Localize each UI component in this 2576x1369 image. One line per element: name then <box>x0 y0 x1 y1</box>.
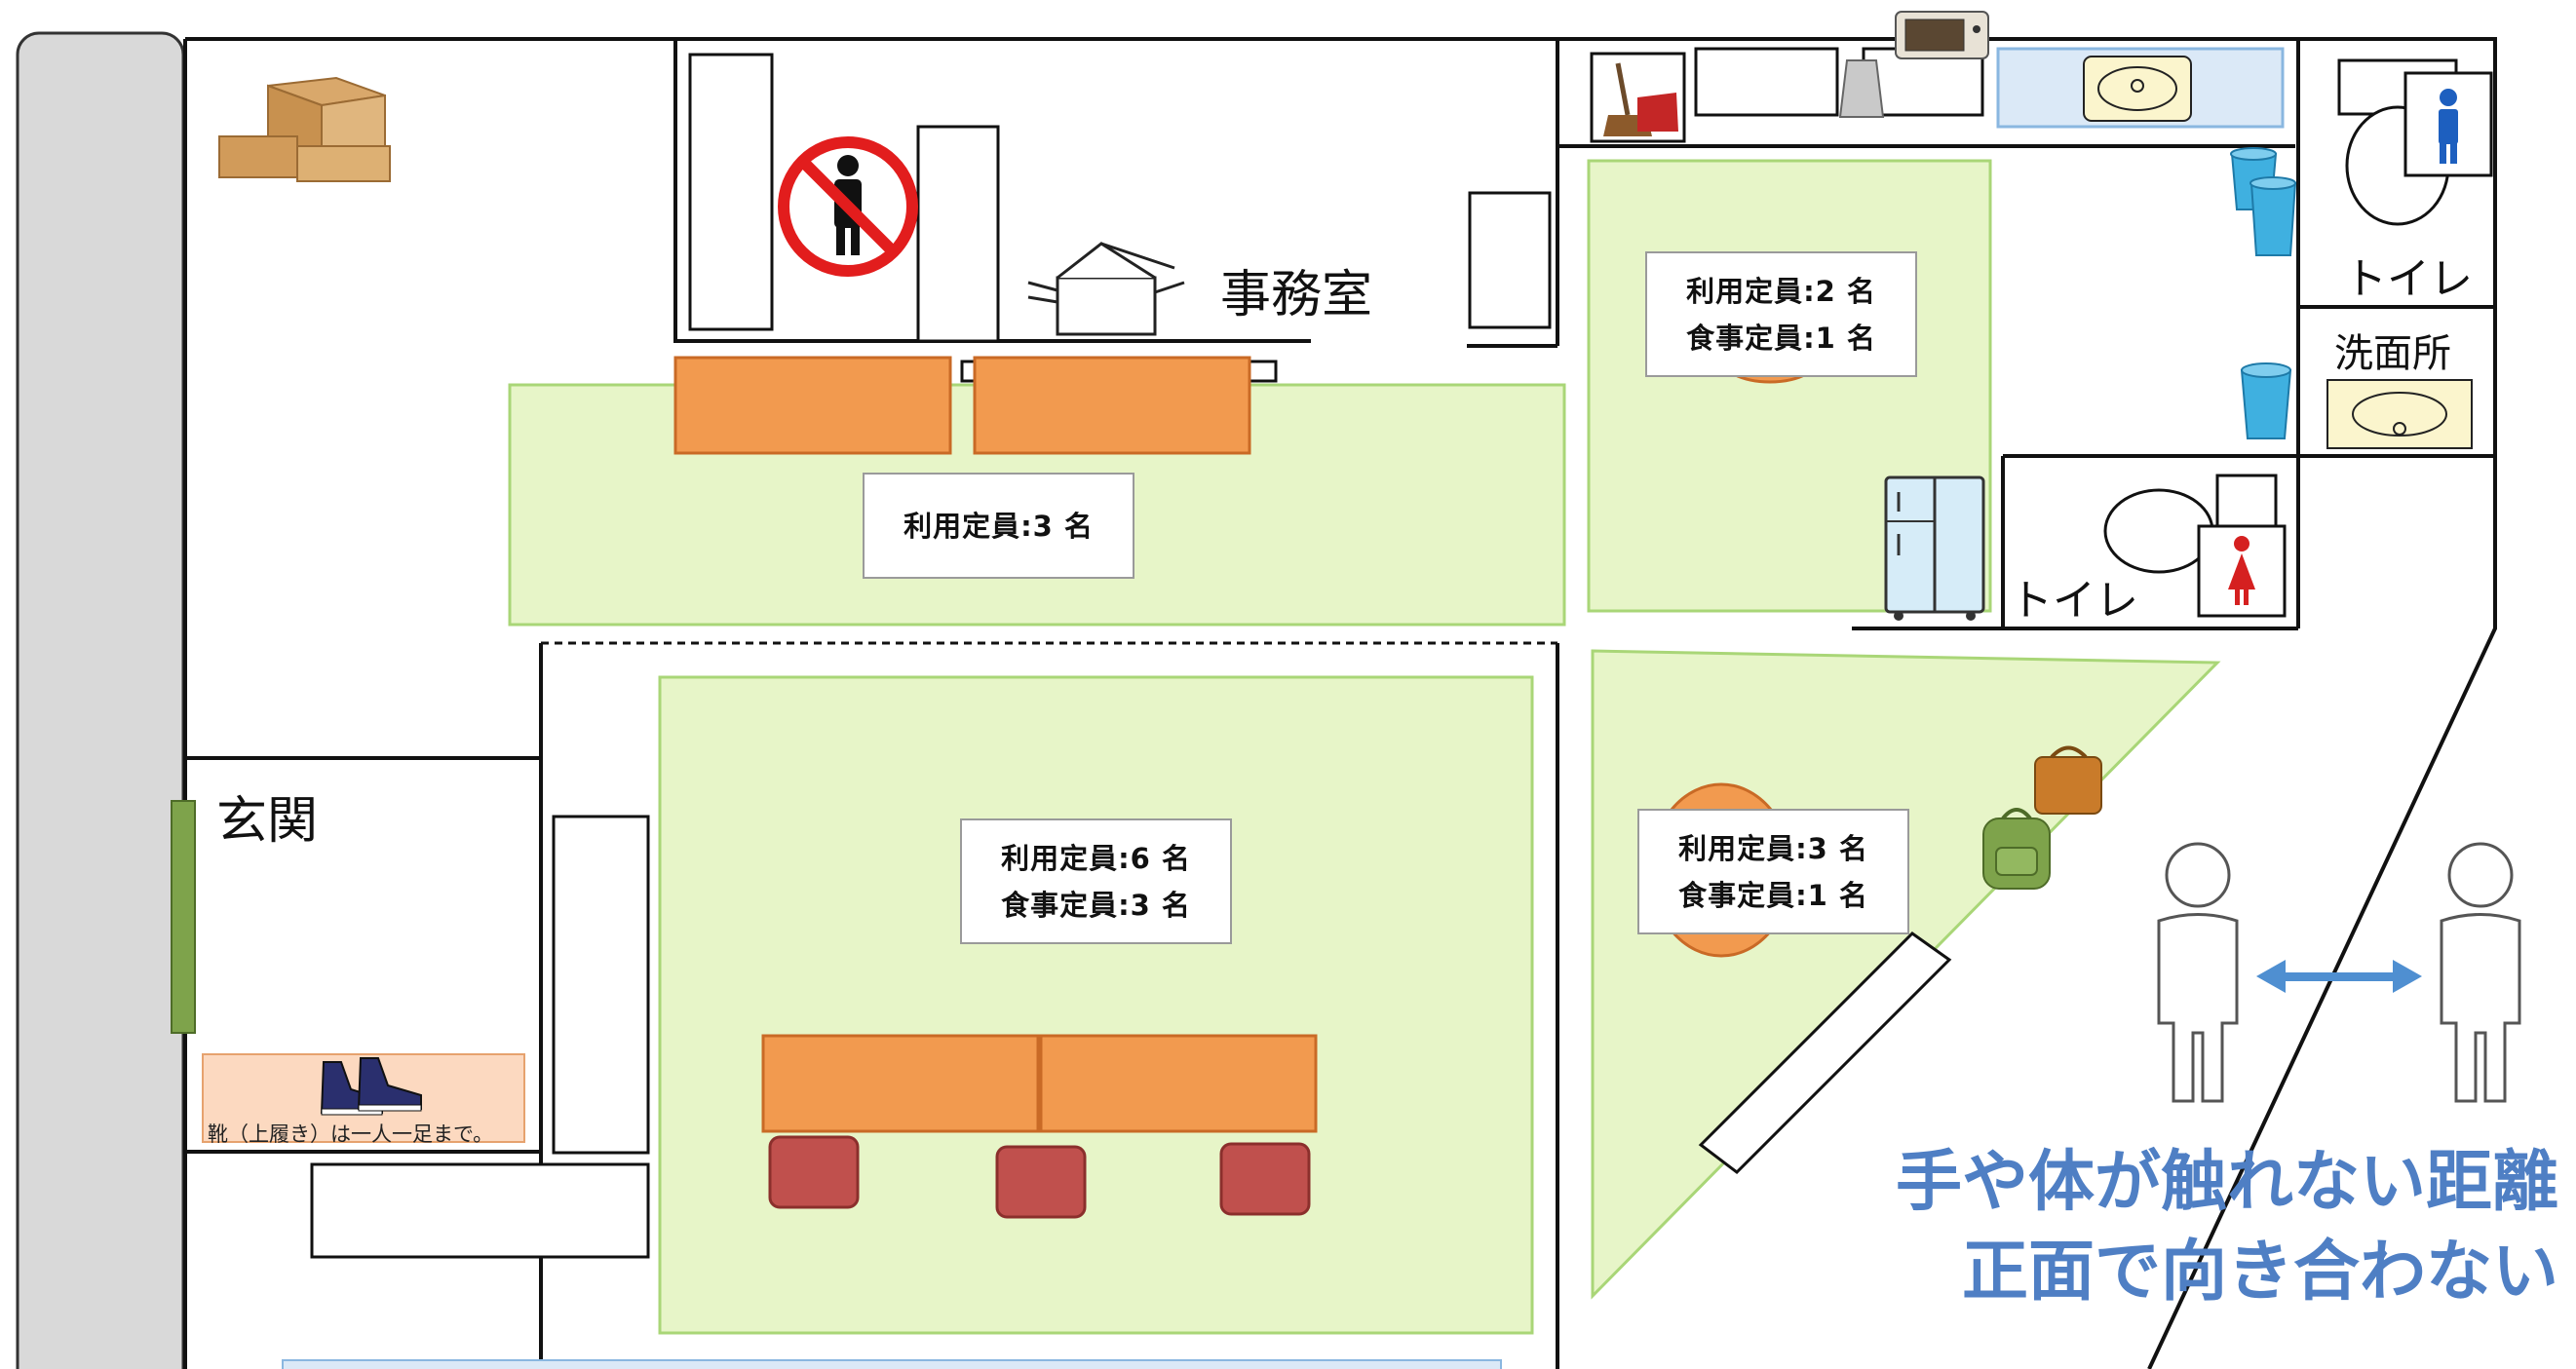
women-toilet-sign-icon <box>2197 524 2287 618</box>
trash-can-icon <box>2240 362 2292 439</box>
copier-icon <box>1027 242 1185 336</box>
backpack-icon <box>1982 808 2051 890</box>
table <box>761 1034 1040 1133</box>
chair <box>1219 1142 1311 1216</box>
sneakers-icon <box>320 1057 422 1116</box>
room-label-toilet-women: トイレ <box>2010 576 2138 626</box>
microwave-icon <box>1895 11 1989 59</box>
distancing-note-line1: 手や体が触れない距離 <box>1895 1144 2558 1221</box>
capacity-line: 利用定員:2 名 <box>1686 274 1876 308</box>
person-icon <box>2157 842 2239 1103</box>
room-label-washroom: 洗面所 <box>2334 331 2451 376</box>
bag-icon <box>2034 745 2102 815</box>
capacity-line: 利用定員:3 名 <box>904 509 1094 543</box>
bottom-strip <box>282 1359 1502 1369</box>
capacity-label-main-upper: 利用定員:3 名 <box>863 473 1134 579</box>
refrigerator-icon <box>1884 475 1985 621</box>
kitchen-counter <box>1694 47 1984 117</box>
distancing-note-line2: 正面で向き合わない <box>1961 1234 2558 1311</box>
chair <box>768 1135 860 1209</box>
room-label-entrance: 玄関 <box>216 792 319 851</box>
entrance-door <box>171 800 196 1034</box>
capacity-line: 利用定員:6 名 <box>1001 841 1191 875</box>
table <box>673 356 952 455</box>
room-label-toilet-men: トイレ <box>2344 254 2473 304</box>
meal-line: 食事定員:3 名 <box>1001 888 1191 922</box>
interior-walls <box>185 39 2497 1369</box>
no-entry-sign-icon <box>778 136 918 277</box>
diagonal-bench <box>1698 932 1952 1174</box>
table <box>973 356 1251 455</box>
chair <box>995 1145 1087 1219</box>
broom-dustpan-icon <box>1590 52 1686 143</box>
kettle-icon <box>1838 59 1885 118</box>
person-icon <box>2440 842 2521 1103</box>
capacity-label-right-lower: 利用定員:3 名 食事定員:1 名 <box>1637 809 1909 934</box>
meal-line: 食事定員:1 名 <box>1678 878 1868 912</box>
sink-icon <box>1996 47 2285 129</box>
capacity-line: 利用定員:3 名 <box>1678 831 1868 865</box>
room-label-office: 事務室 <box>1220 266 1373 324</box>
capacity-label-main-lower: 利用定員:6 名 食事定員:3 名 <box>960 818 1232 944</box>
outer-wall <box>16 31 185 1369</box>
lower-left-furniture <box>310 815 650 1259</box>
zone-main-lower <box>658 675 1534 1335</box>
chairs <box>768 1135 1311 1219</box>
shoe-rule-text: 靴（上履き）は一人一足まで。 <box>208 1122 494 1146</box>
washroom-sink-icon <box>2326 379 2473 449</box>
cardboard-boxes-icon <box>218 76 391 182</box>
meal-line: 食事定員:1 名 <box>1686 321 1876 355</box>
double-arrow-icon <box>2256 960 2422 993</box>
men-toilet-sign-icon <box>2403 71 2493 177</box>
distancing-note: 手や体が触れない距離 正面で向き合わない <box>1896 1138 2558 1317</box>
trash-can-icon <box>2230 147 2297 256</box>
table <box>1039 1034 1318 1133</box>
capacity-label-right-upper: 利用定員:2 名 食事定員:1 名 <box>1645 251 1917 377</box>
